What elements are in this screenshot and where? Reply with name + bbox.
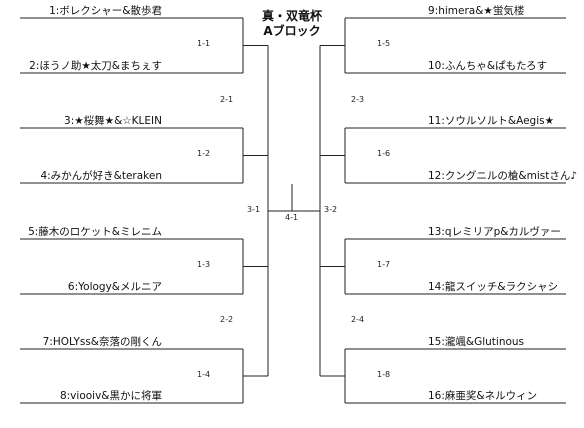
entry-4: 4:みかんが好き&teraken: [40, 170, 162, 182]
match-1-2: 1-2: [197, 149, 211, 158]
entry-1: 1:ボレクシャー&散歩君: [49, 5, 162, 17]
entry-2: 2:ほうノ助★太刀&まちぇす: [29, 60, 162, 72]
match-1-7: 1-7: [377, 260, 391, 269]
entry-10: 10:ふんちゃ&ぱもたろす: [428, 60, 547, 72]
entry-14: 14:龍スイッチ&ラクシャシ: [428, 281, 559, 293]
entry-12: 12:クングニルの槍&mistさん♪: [428, 170, 578, 182]
match-3-1: 3-1: [247, 205, 261, 214]
entry-9: 9:himera&★蛍気楼: [428, 5, 525, 17]
entry-13: 13:qレミリアp&カルヴァー: [428, 226, 561, 238]
match-1-8: 1-8: [377, 370, 391, 379]
entry-15: 15:瀧颯&Glutinous: [428, 336, 525, 348]
block-title: Aブロック: [263, 24, 321, 38]
entry-16: 16:麻亜奖&ネルウィン: [428, 390, 538, 402]
match-1-4: 1-4: [197, 370, 211, 379]
entry-5: 5:藤木のロケット&ミレニム: [28, 226, 162, 238]
match-2-2: 2-2: [220, 315, 234, 324]
entry-11: 11:ソウルソルト&Aegis★: [428, 115, 555, 127]
entry-7: 7:HOLYss&奈落の剛くん: [42, 336, 162, 348]
entry-3: 3:★桜舞★&☆KLEIN: [64, 115, 162, 127]
match-1-5: 1-5: [377, 39, 391, 48]
match-2-1: 2-1: [220, 95, 234, 104]
match-3-2: 3-2: [324, 205, 338, 214]
match-1-3: 1-3: [197, 260, 211, 269]
match-1-1: 1-1: [197, 39, 211, 48]
entry-6: 6:Yology&メルニア: [67, 281, 162, 293]
tournament-title: 真・双竜杯: [261, 9, 322, 23]
entry-8: 8:viooiv&黒かに将軍: [59, 390, 162, 402]
match-2-4: 2-4: [351, 315, 365, 324]
match-1-6: 1-6: [377, 149, 391, 158]
match-4-1: 4-1: [285, 213, 299, 222]
match-2-3: 2-3: [351, 95, 365, 104]
